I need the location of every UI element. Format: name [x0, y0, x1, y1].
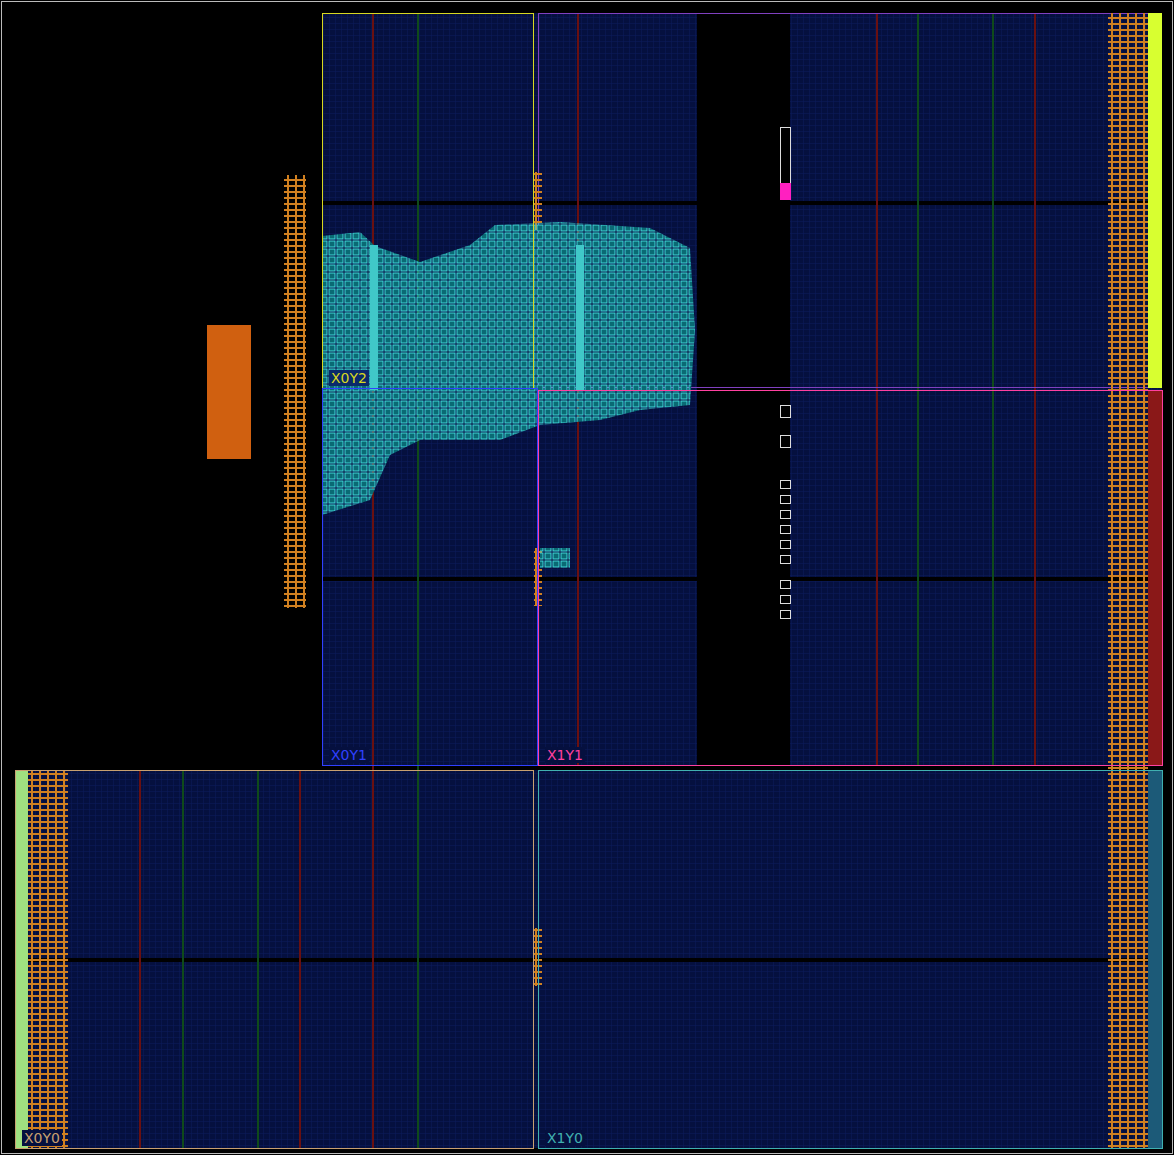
clock-region: X0Y1: [322, 388, 538, 766]
clock-region: X1Y1: [538, 390, 1163, 766]
clock-region: X1Y0: [538, 770, 1163, 1149]
region-label: X0Y2: [329, 370, 369, 386]
clock-region: X0Y2: [322, 13, 534, 389]
clock-region: X0Y0: [15, 770, 534, 1149]
region-label: X0Y1: [329, 747, 369, 763]
region-label: X1Y1: [545, 747, 585, 763]
region-label: X1Y0: [545, 1130, 585, 1146]
region-label: X0Y0: [22, 1130, 62, 1146]
